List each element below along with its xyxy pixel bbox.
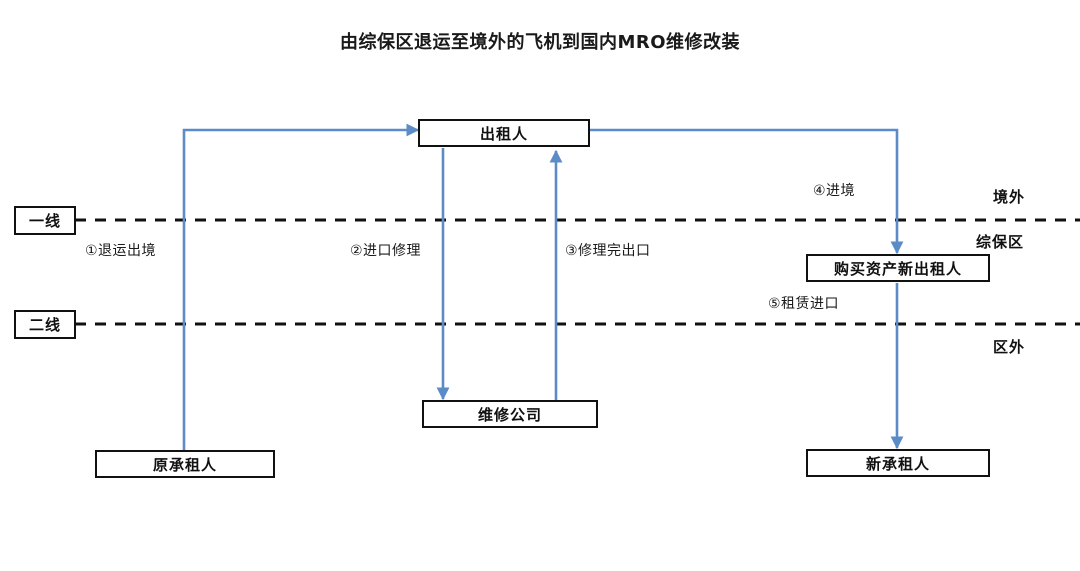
flow-label-step4: ④进境: [813, 183, 856, 199]
zone-label-overseas: 境外: [993, 188, 1026, 206]
node-lessor[interactable]: 出租人: [418, 119, 590, 147]
flow-arrow-step1: [182, 123, 420, 451]
flow-arrow-step4: [590, 128, 904, 255]
node-new-lessor-asset-buyer[interactable]: 购买资产新出租人: [806, 254, 990, 282]
zone-label-outside-area: 区外: [993, 338, 1026, 356]
flow-label-step2: ②进口修理: [350, 243, 422, 259]
flow-label-step5: ⑤租赁进口: [768, 296, 840, 312]
flow-label-step1: ①退运出境: [85, 243, 157, 259]
page-title: 由综保区退运至境外的飞机到国内MRO维修改装: [339, 32, 741, 53]
flow-label-step3: ③修理完出口: [565, 243, 651, 259]
node-original-lessee[interactable]: 原承租人: [95, 450, 275, 478]
divider-tag-line-one: 一线: [14, 206, 76, 235]
divider-tag-line-two: 二线: [14, 310, 76, 339]
node-mro-company[interactable]: 维修公司: [422, 400, 598, 428]
node-new-lessee[interactable]: 新承租人: [806, 449, 990, 477]
zone-label-bonded-area: 综保区: [976, 233, 1025, 251]
